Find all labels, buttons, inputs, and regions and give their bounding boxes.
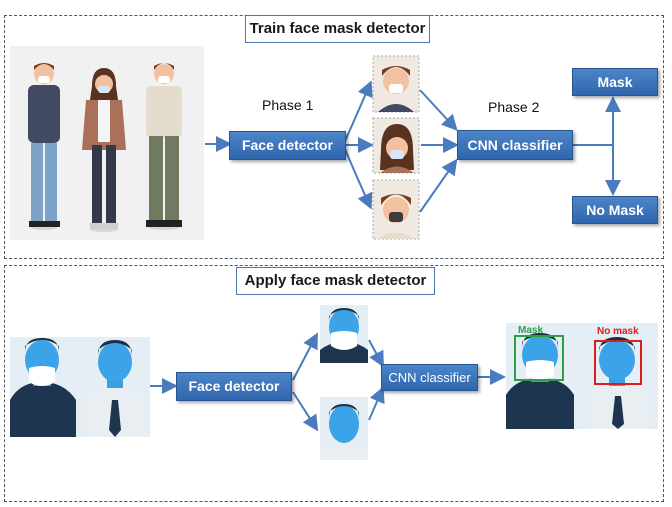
apply-face-tile-2 xyxy=(320,397,368,460)
apply-panel-title: Apply face mask detector xyxy=(236,267,435,295)
apply-result-image xyxy=(506,323,658,429)
apply-people-image xyxy=(10,337,150,437)
train-face-tile-2 xyxy=(372,117,420,174)
mask-detection-label: Mask xyxy=(518,325,544,336)
train-arrows xyxy=(205,80,621,213)
train-panel-title: Train face mask detector xyxy=(245,15,430,43)
no-mask-detection-label: No mask xyxy=(597,326,639,337)
train-face-tile-1 xyxy=(372,55,420,113)
train-face-detector-box: Face detector xyxy=(229,131,346,160)
apply-face-detector-box: Face detector xyxy=(176,372,292,401)
train-face-tile-3 xyxy=(372,179,420,240)
apply-panel xyxy=(4,265,664,502)
mask-output-box: Mask xyxy=(572,68,658,96)
people-illustration xyxy=(10,46,204,240)
train-cnn-classifier-box: CNN classifier xyxy=(457,130,573,160)
apply-face-tile-1 xyxy=(320,305,368,363)
apply-cnn-classifier-box: CNN classifier xyxy=(381,364,478,391)
person-2 xyxy=(82,68,126,232)
person-1 xyxy=(28,63,60,230)
phase-1-label: Phase 1 xyxy=(262,97,314,113)
phase-2-label: Phase 2 xyxy=(488,99,540,115)
person-3 xyxy=(146,63,182,230)
apply-arrows xyxy=(150,332,506,432)
no-mask-output-box: No Mask xyxy=(572,196,658,224)
